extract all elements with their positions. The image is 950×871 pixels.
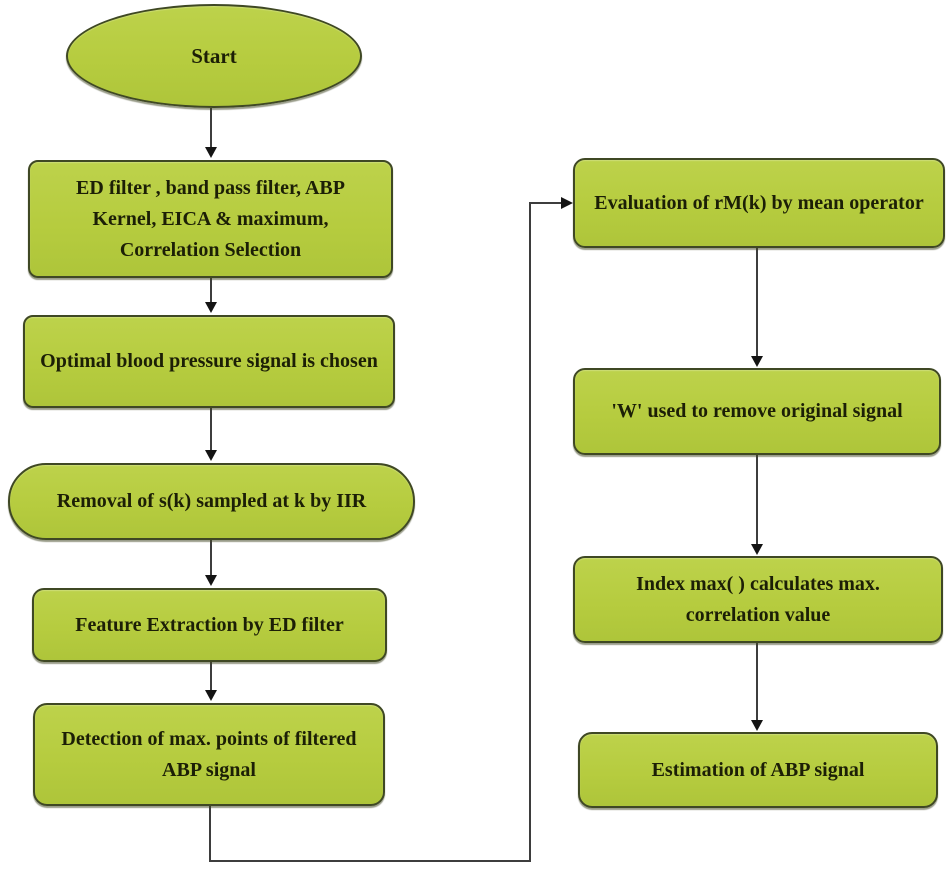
- node-feature-extraction: Feature Extraction by ED filter: [32, 588, 387, 662]
- arrowhead-icon: [561, 197, 573, 209]
- node-index-max: Index max( ) calculates max. correlation…: [573, 556, 943, 643]
- node-detection-max-points: Detection of max. points of filtered ABP…: [33, 703, 385, 806]
- arrowhead-icon: [751, 720, 763, 731]
- node-label: 'W' used to remove original signal: [611, 400, 903, 422]
- node-label: ED filter , band pass filter, ABP Kernel…: [76, 176, 345, 261]
- node-label: Index max( ) calculates max. correlation…: [636, 572, 880, 626]
- arrowhead-icon: [205, 302, 217, 313]
- node-label: Evaluation of rM(k) by mean operator: [594, 191, 924, 214]
- arrowhead-icon: [205, 575, 217, 586]
- node-label: Estimation of ABP signal: [651, 758, 865, 781]
- node-removal-iir: Removal of s(k) sampled at k by IIR: [8, 463, 415, 540]
- node-label: Removal of s(k) sampled at k by IIR: [56, 490, 367, 512]
- arrowhead-icon: [205, 450, 217, 461]
- node-label: Optimal blood pressure signal is chosen: [40, 350, 378, 372]
- node-estimation-abp: Estimation of ABP signal: [578, 732, 938, 808]
- arrowhead-icon: [205, 690, 217, 701]
- node-label: Feature Extraction by ED filter: [75, 613, 344, 636]
- node-label: Detection of max. points of filtered ABP…: [61, 727, 357, 781]
- node-start-label: Start: [191, 43, 237, 68]
- node-remove-original: 'W' used to remove original signal: [573, 368, 941, 455]
- node-filter-selection: ED filter , band pass filter, ABP Kernel…: [28, 160, 393, 278]
- node-evaluation-rmk: Evaluation of rM(k) by mean operator: [573, 158, 945, 248]
- arrowhead-icon: [751, 356, 763, 367]
- arrowhead-icon: [751, 544, 763, 555]
- node-start: Start: [66, 4, 362, 108]
- node-optimal-signal: Optimal blood pressure signal is chosen: [23, 315, 395, 408]
- arrowhead-icon: [205, 147, 217, 158]
